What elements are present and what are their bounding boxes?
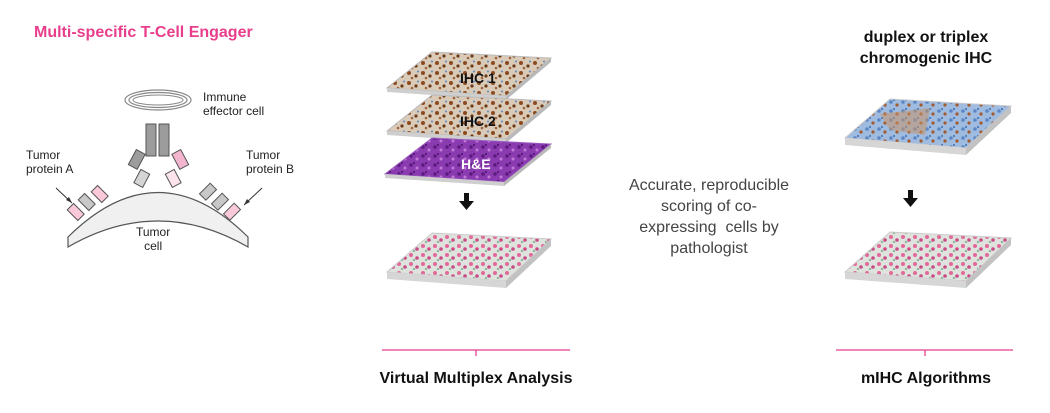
- arm-right-lower: [164, 168, 182, 189]
- scoring-line-1: Accurate, reproducible: [628, 177, 790, 194]
- mihc-output-slide: [843, 231, 1013, 288]
- immune-cell-outer: [124, 89, 192, 111]
- cd3-binder-left: [145, 123, 157, 157]
- virtual-multiplex-slide: [385, 232, 553, 288]
- scoring-line-2: scoring of co-: [660, 198, 758, 215]
- protein-b-label: Tumor protein B: [246, 148, 294, 176]
- duplex-slide: [843, 98, 1013, 155]
- slide-label-he: H&E: [461, 156, 491, 172]
- tumor-protein-b-mid: [210, 192, 230, 211]
- tumor-protein-a-right: [90, 184, 109, 204]
- arm-left-upper: [127, 148, 146, 170]
- right-bracket: [836, 349, 1013, 356]
- immune-cell-label: Immune effector cell: [203, 90, 264, 118]
- protein-b-line1: Tumor: [246, 148, 281, 162]
- cd3-binder-right: [158, 123, 170, 157]
- tumor-protein-b-left: [198, 182, 218, 201]
- tumor-protein-b-right: [222, 202, 242, 221]
- immune-cell-inner: [132, 94, 184, 106]
- arm-left-lower: [133, 168, 151, 189]
- scoring-line-4: pathologist: [670, 240, 748, 257]
- tcell-engager-diagram: [55, 89, 263, 249]
- protein-a-line1: Tumor: [26, 148, 61, 162]
- down-arrow-icon: [903, 190, 918, 207]
- protein-b-line2: protein B: [246, 162, 295, 176]
- immune-label-line1: Immune: [203, 90, 247, 104]
- tumor-cell-label: Tumor cell: [136, 225, 170, 253]
- down-arrow-icon: [459, 193, 474, 210]
- tumor-cell-line2: cell: [144, 239, 163, 253]
- tumor-cell-line1: Tumor: [136, 225, 171, 239]
- slide-stack: [383, 51, 553, 186]
- scoring-line-3: expressing cells by: [639, 219, 779, 236]
- left-title: Multi-specific T-Cell Engager: [34, 24, 253, 41]
- protein-a-line2: protein A: [26, 162, 74, 176]
- immune-cell-mid: [128, 91, 188, 109]
- tumor-protein-a-mid: [77, 192, 96, 212]
- tumor-protein-a-left: [66, 202, 85, 222]
- tumor-cell-shape: [67, 191, 249, 249]
- scoring-description: Accurate, reproducible scoring of co- ex…: [604, 175, 814, 259]
- right-title: duplex or triplex chromogenic IHC: [836, 27, 1016, 69]
- right-title-line1: duplex or triplex: [863, 29, 989, 46]
- arm-right-upper: [171, 148, 190, 170]
- virtual-multiplex-title: Virtual Multiplex Analysis: [379, 370, 573, 387]
- middle-bracket: [382, 349, 570, 356]
- slide-label-ihc2: IHC 2: [460, 113, 496, 129]
- immune-label-line2: effector cell: [203, 104, 265, 118]
- right-title-line2: chromogenic IHC: [859, 50, 993, 67]
- slide-label-ihc1: IHC 1: [460, 70, 496, 86]
- protein-a-label: Tumor protein A: [26, 148, 73, 176]
- mihc-algorithms-title: mIHC Algorithms: [860, 370, 992, 387]
